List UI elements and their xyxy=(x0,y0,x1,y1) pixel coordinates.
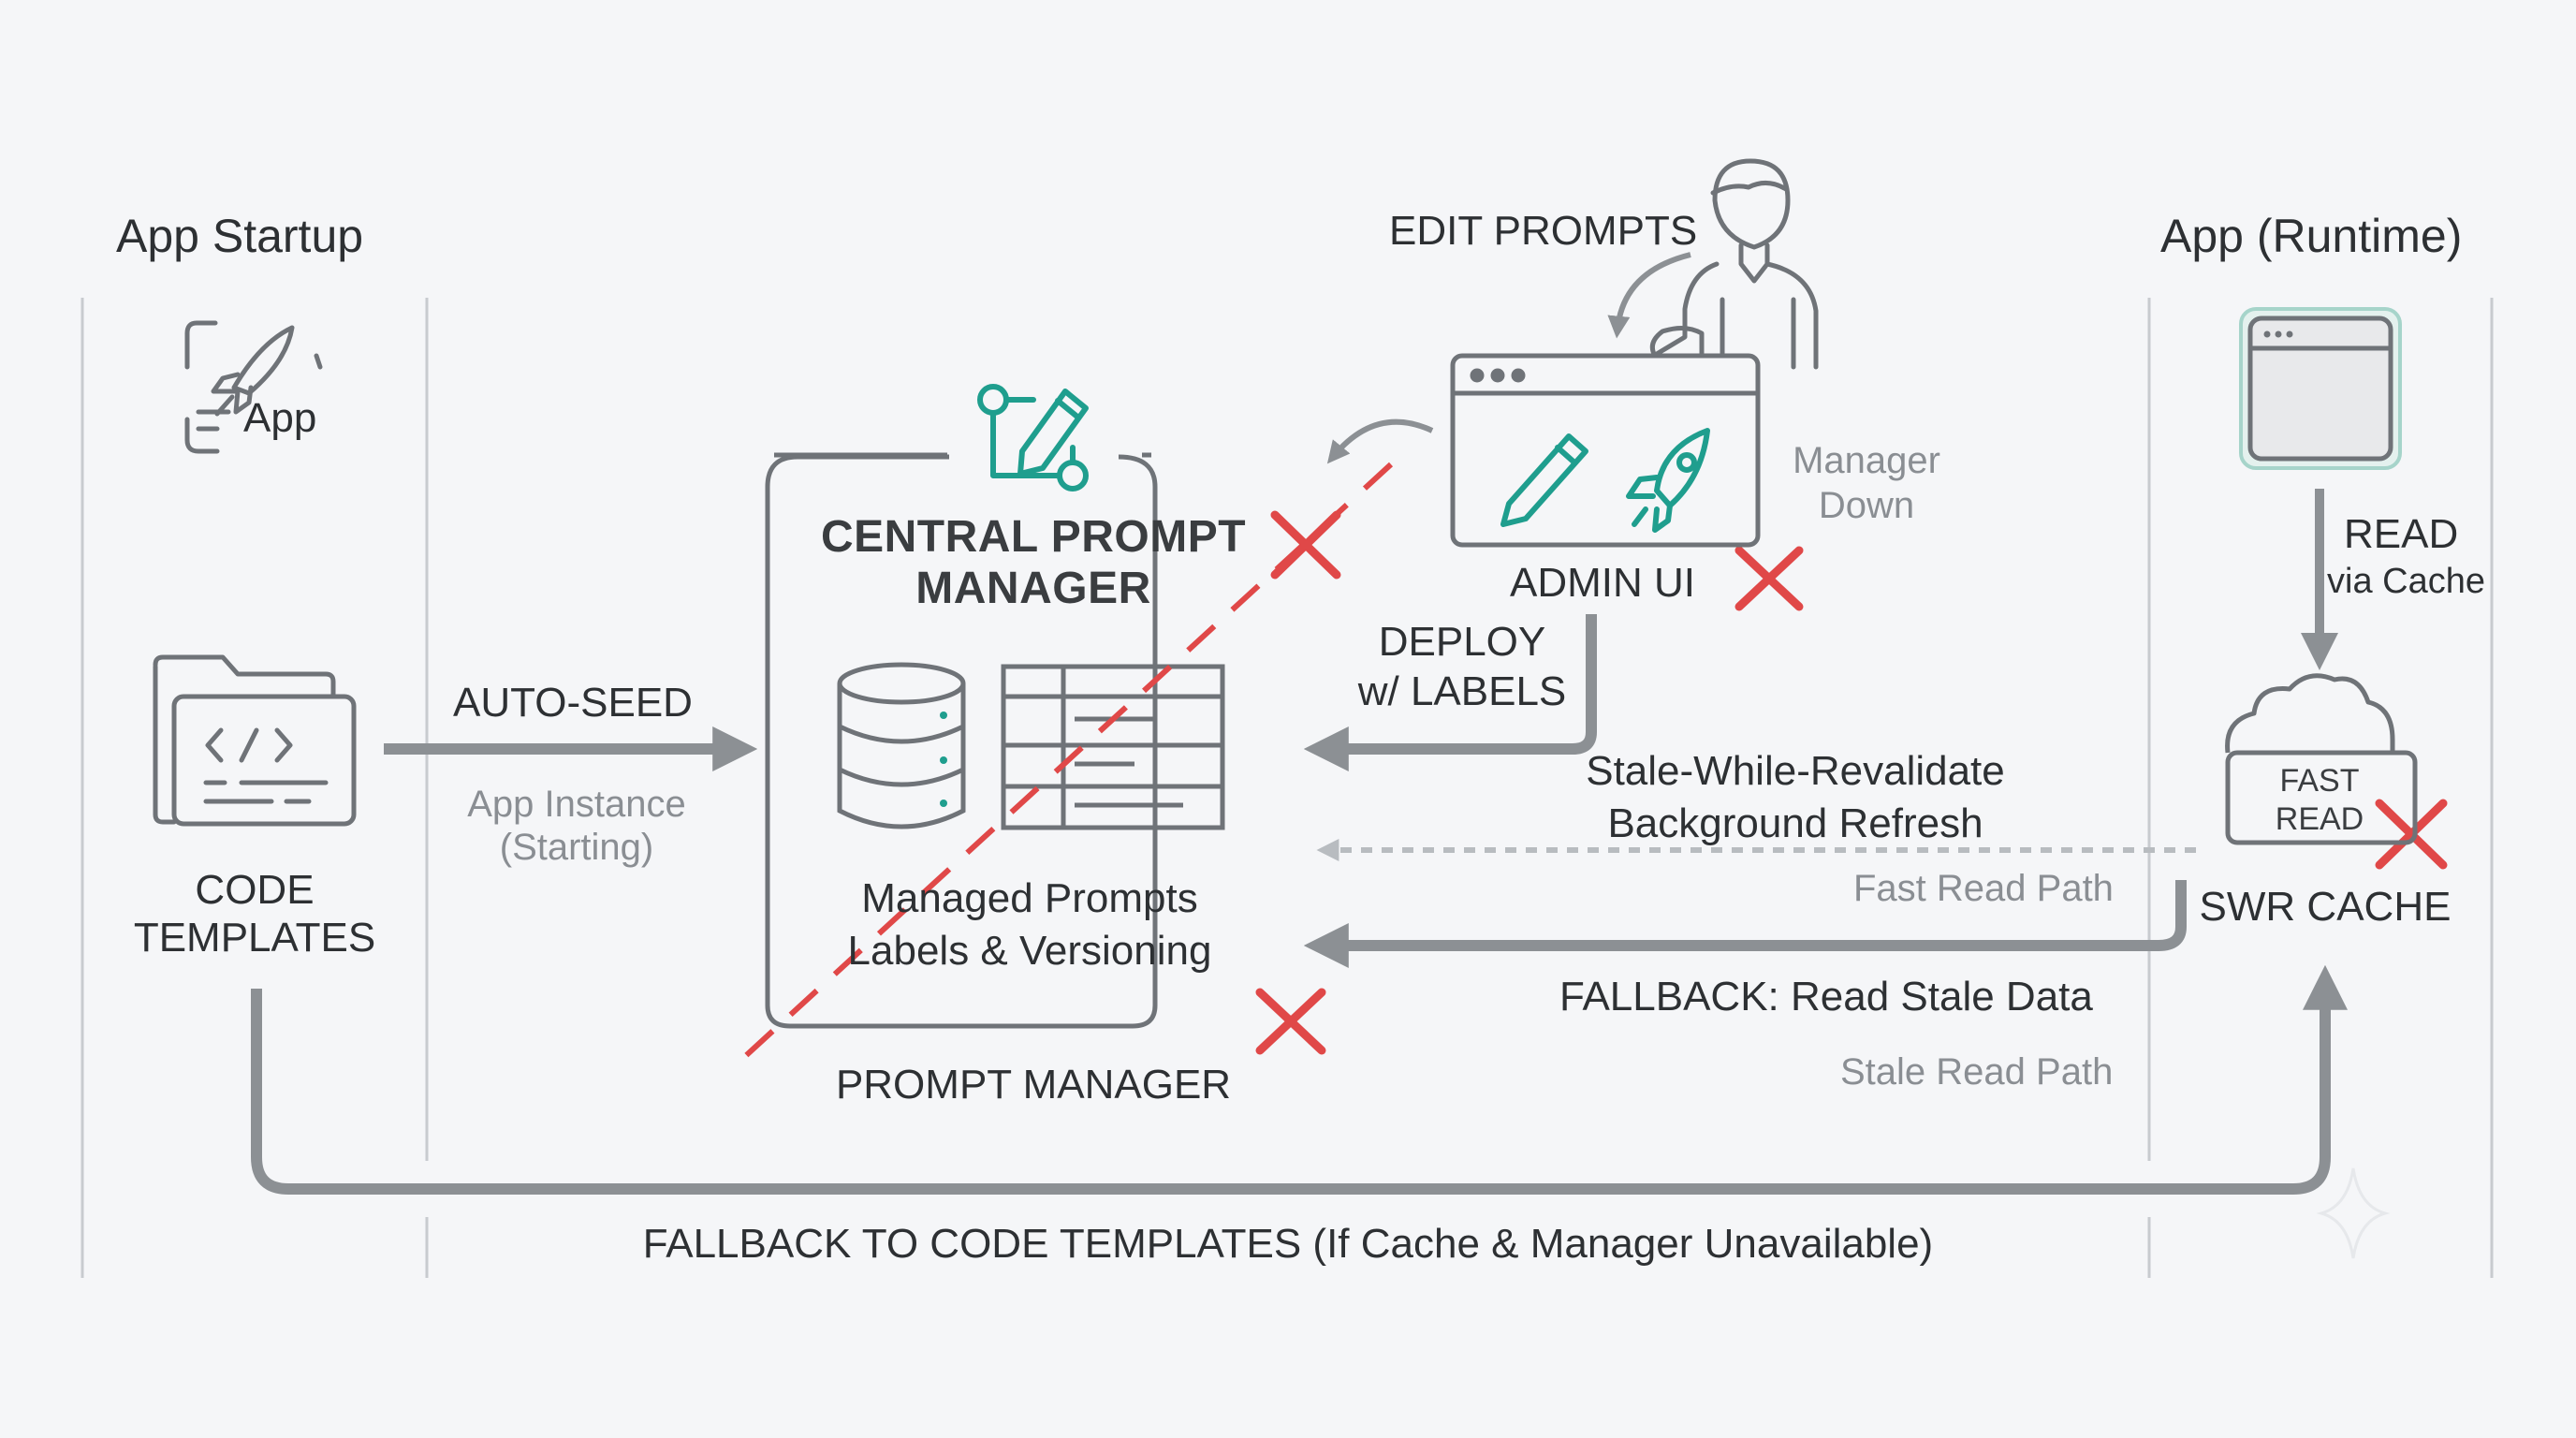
fast-read-path-label: Fast Read Path xyxy=(1853,868,2114,909)
swr-cache-label: SWR CACHE xyxy=(2199,884,2452,930)
x-mark-icon xyxy=(1255,510,2448,1055)
deploy-arrow xyxy=(1303,614,1597,771)
fast-read-inner-label: FAST READ xyxy=(2275,763,2364,837)
database-icon xyxy=(837,662,966,829)
browser-window-icon xyxy=(2239,307,2402,470)
fallback-stale-label: FALLBACK: Read Stale Data xyxy=(1559,974,2093,1020)
rocket-icon xyxy=(184,320,323,454)
person-icon xyxy=(1649,158,1819,370)
folder-code-icon xyxy=(153,654,357,827)
app-instance-label: App Instance (Starting) xyxy=(467,784,686,868)
cloud-icon xyxy=(2225,673,2418,845)
edit-prompts-label: EDIT PROMPTS xyxy=(1389,208,1698,254)
column-dividers xyxy=(80,298,2494,1278)
fallback-code-label: FALLBACK TO CODE TEMPLATES (If Cache & M… xyxy=(642,1221,1934,1267)
stale-read-path-label: Stale Read Path xyxy=(1840,1051,2114,1093)
managed-prompts-label: Managed Prompts Labels & Versioning xyxy=(847,875,1212,975)
admin-to-manager-arrow xyxy=(1326,418,1434,464)
edit-node-icon xyxy=(977,384,1089,492)
app-label: App xyxy=(243,395,317,441)
deploy-labels-label: DEPLOY w/ LABELS xyxy=(1357,619,1567,714)
swr-refresh-label: Stale-While-Revalidate Background Refres… xyxy=(1586,748,2005,847)
runtime-column-title: App (Runtime) xyxy=(2160,210,2463,262)
read-label: READ xyxy=(2344,511,2459,557)
rocket-admin-icon xyxy=(1626,428,1710,533)
code-templates-label: CODE TEMPLATES xyxy=(133,867,376,961)
sparkle-icon xyxy=(2316,1167,2391,1259)
manager-box xyxy=(765,454,1158,1029)
pencil-icon xyxy=(1500,433,1588,527)
manager-title: CENTRAL PROMPT MANAGER xyxy=(820,512,1247,614)
startup-column-title: App Startup xyxy=(116,210,364,262)
fallback-code-arrow xyxy=(251,964,2348,1195)
fallback-stale-arrow xyxy=(1303,880,2187,968)
edit-prompts-arrow xyxy=(1607,252,1691,339)
browser-window-icon xyxy=(1450,353,1761,548)
via-cache-label: via Cache xyxy=(2327,562,2485,601)
prompt-manager-caption: PROMPT MANAGER xyxy=(835,1062,1232,1108)
auto-seed-label: AUTO-SEED xyxy=(453,680,693,726)
manager-down-status: Manager Down xyxy=(1793,440,1940,526)
admin-ui-label: ADMIN UI xyxy=(1510,560,1695,606)
table-icon xyxy=(1001,664,1225,830)
